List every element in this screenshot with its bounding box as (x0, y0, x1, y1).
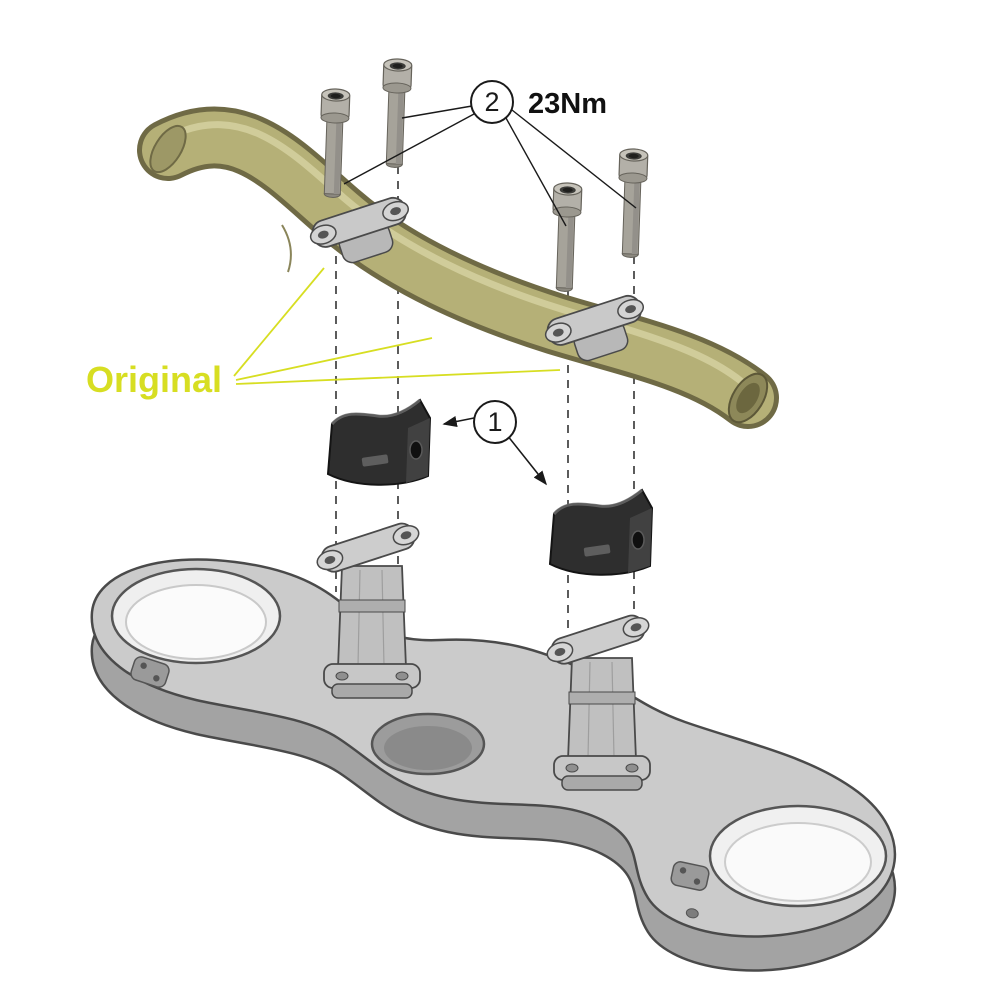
original-leaders (233, 267, 561, 385)
handlebar-highlight (171, 121, 746, 386)
riser-block-left (326, 398, 432, 487)
riser-block-right (548, 488, 654, 577)
center-steerer-bore-inner (384, 726, 472, 770)
callout-2-number: 2 (484, 87, 499, 117)
callout-1-arrow-left (442, 415, 475, 427)
right-fork-bore-inner (724, 822, 872, 902)
handlebar-tube (142, 111, 774, 424)
callout-2-bubble (470, 80, 514, 124)
callout-1-bubble (473, 400, 517, 444)
callout-1-arrow-right (506, 434, 547, 486)
handlebar-seam (281, 224, 292, 273)
callout-1-number: 1 (487, 407, 502, 437)
callout-1-group: 1 (442, 400, 547, 486)
right-pinch-slot (670, 861, 710, 919)
handlebar (137, 106, 779, 429)
socket-bolt-3 (549, 181, 583, 293)
callout-2-group: 2 23Nm (343, 80, 637, 227)
callout-2-leaders (343, 105, 637, 227)
left-pinch-slot (130, 656, 170, 688)
torque-label: 23Nm (528, 88, 607, 120)
socket-bolt-4 (615, 147, 649, 259)
original-label: Original (86, 359, 222, 400)
left-fork-bore-inner (125, 584, 267, 660)
handlebar-end-left (149, 124, 187, 174)
socket-bolt-2 (379, 57, 413, 169)
handlebar-end-right (727, 372, 769, 424)
top-triple-clamp (90, 558, 897, 972)
original-label-group: Original (86, 267, 561, 400)
